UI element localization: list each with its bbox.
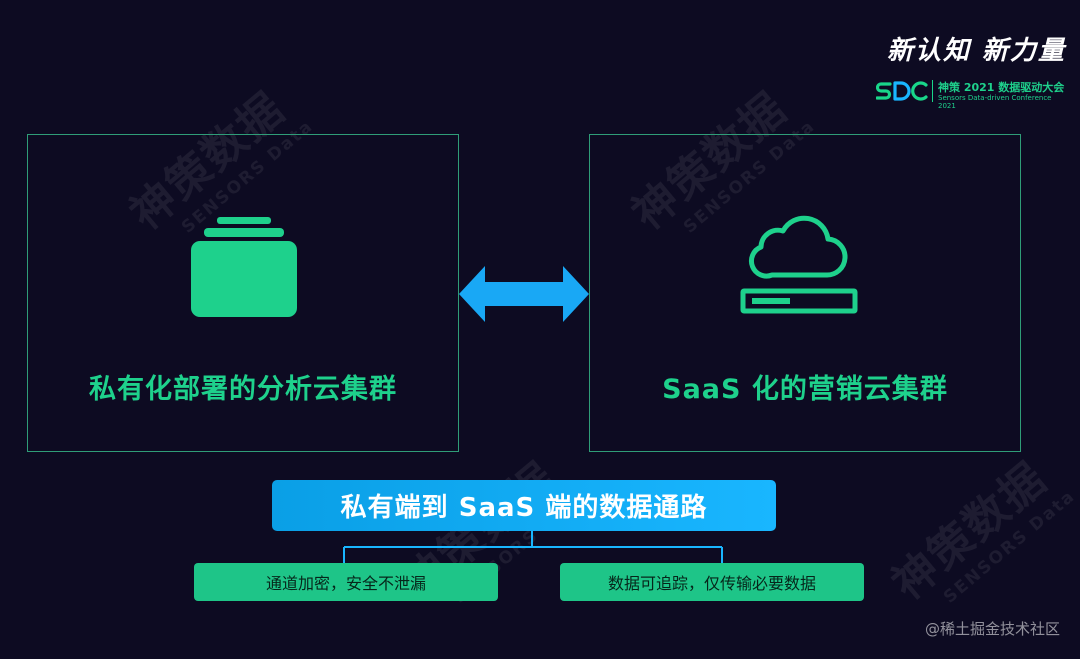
panel-title: SaaS 化的营销云集群 (662, 374, 948, 405)
watermark: 神策数据 SENSORS Data (882, 452, 1080, 611)
saas-cluster-panel: SaaS 化的营销云集群 (589, 134, 1021, 452)
cloud-server-icon (740, 215, 858, 314)
conference-logo: 新认知 新力量 神策 2021 数据驱动大会 Sensors Data-driv… (876, 22, 1066, 112)
private-cluster-panel: 私有化部署的分析云集群 (27, 134, 459, 452)
panel-title: 私有化部署的分析云集群 (89, 374, 397, 405)
conference-name: 神策 2021 数据驱动大会 (938, 81, 1065, 94)
conference-subtitle: Sensors Data-driven Conference 2021 (938, 94, 1052, 110)
feature-traceable: 数据可追踪，仅传输必要数据 (560, 563, 864, 601)
feature-encryption: 通道加密，安全不泄漏 (194, 563, 498, 601)
credit-watermark: @稀土掘金技术社区 (924, 620, 1060, 638)
sdc-logo-icon (876, 81, 928, 101)
data-channel-bar: 私有端到 SaaS 端的数据通路 (272, 480, 776, 531)
folder-icon (191, 217, 297, 317)
double-arrow-icon (459, 266, 589, 322)
slogan: 新认知 新力量 (886, 36, 1066, 66)
logo-divider (932, 80, 933, 102)
